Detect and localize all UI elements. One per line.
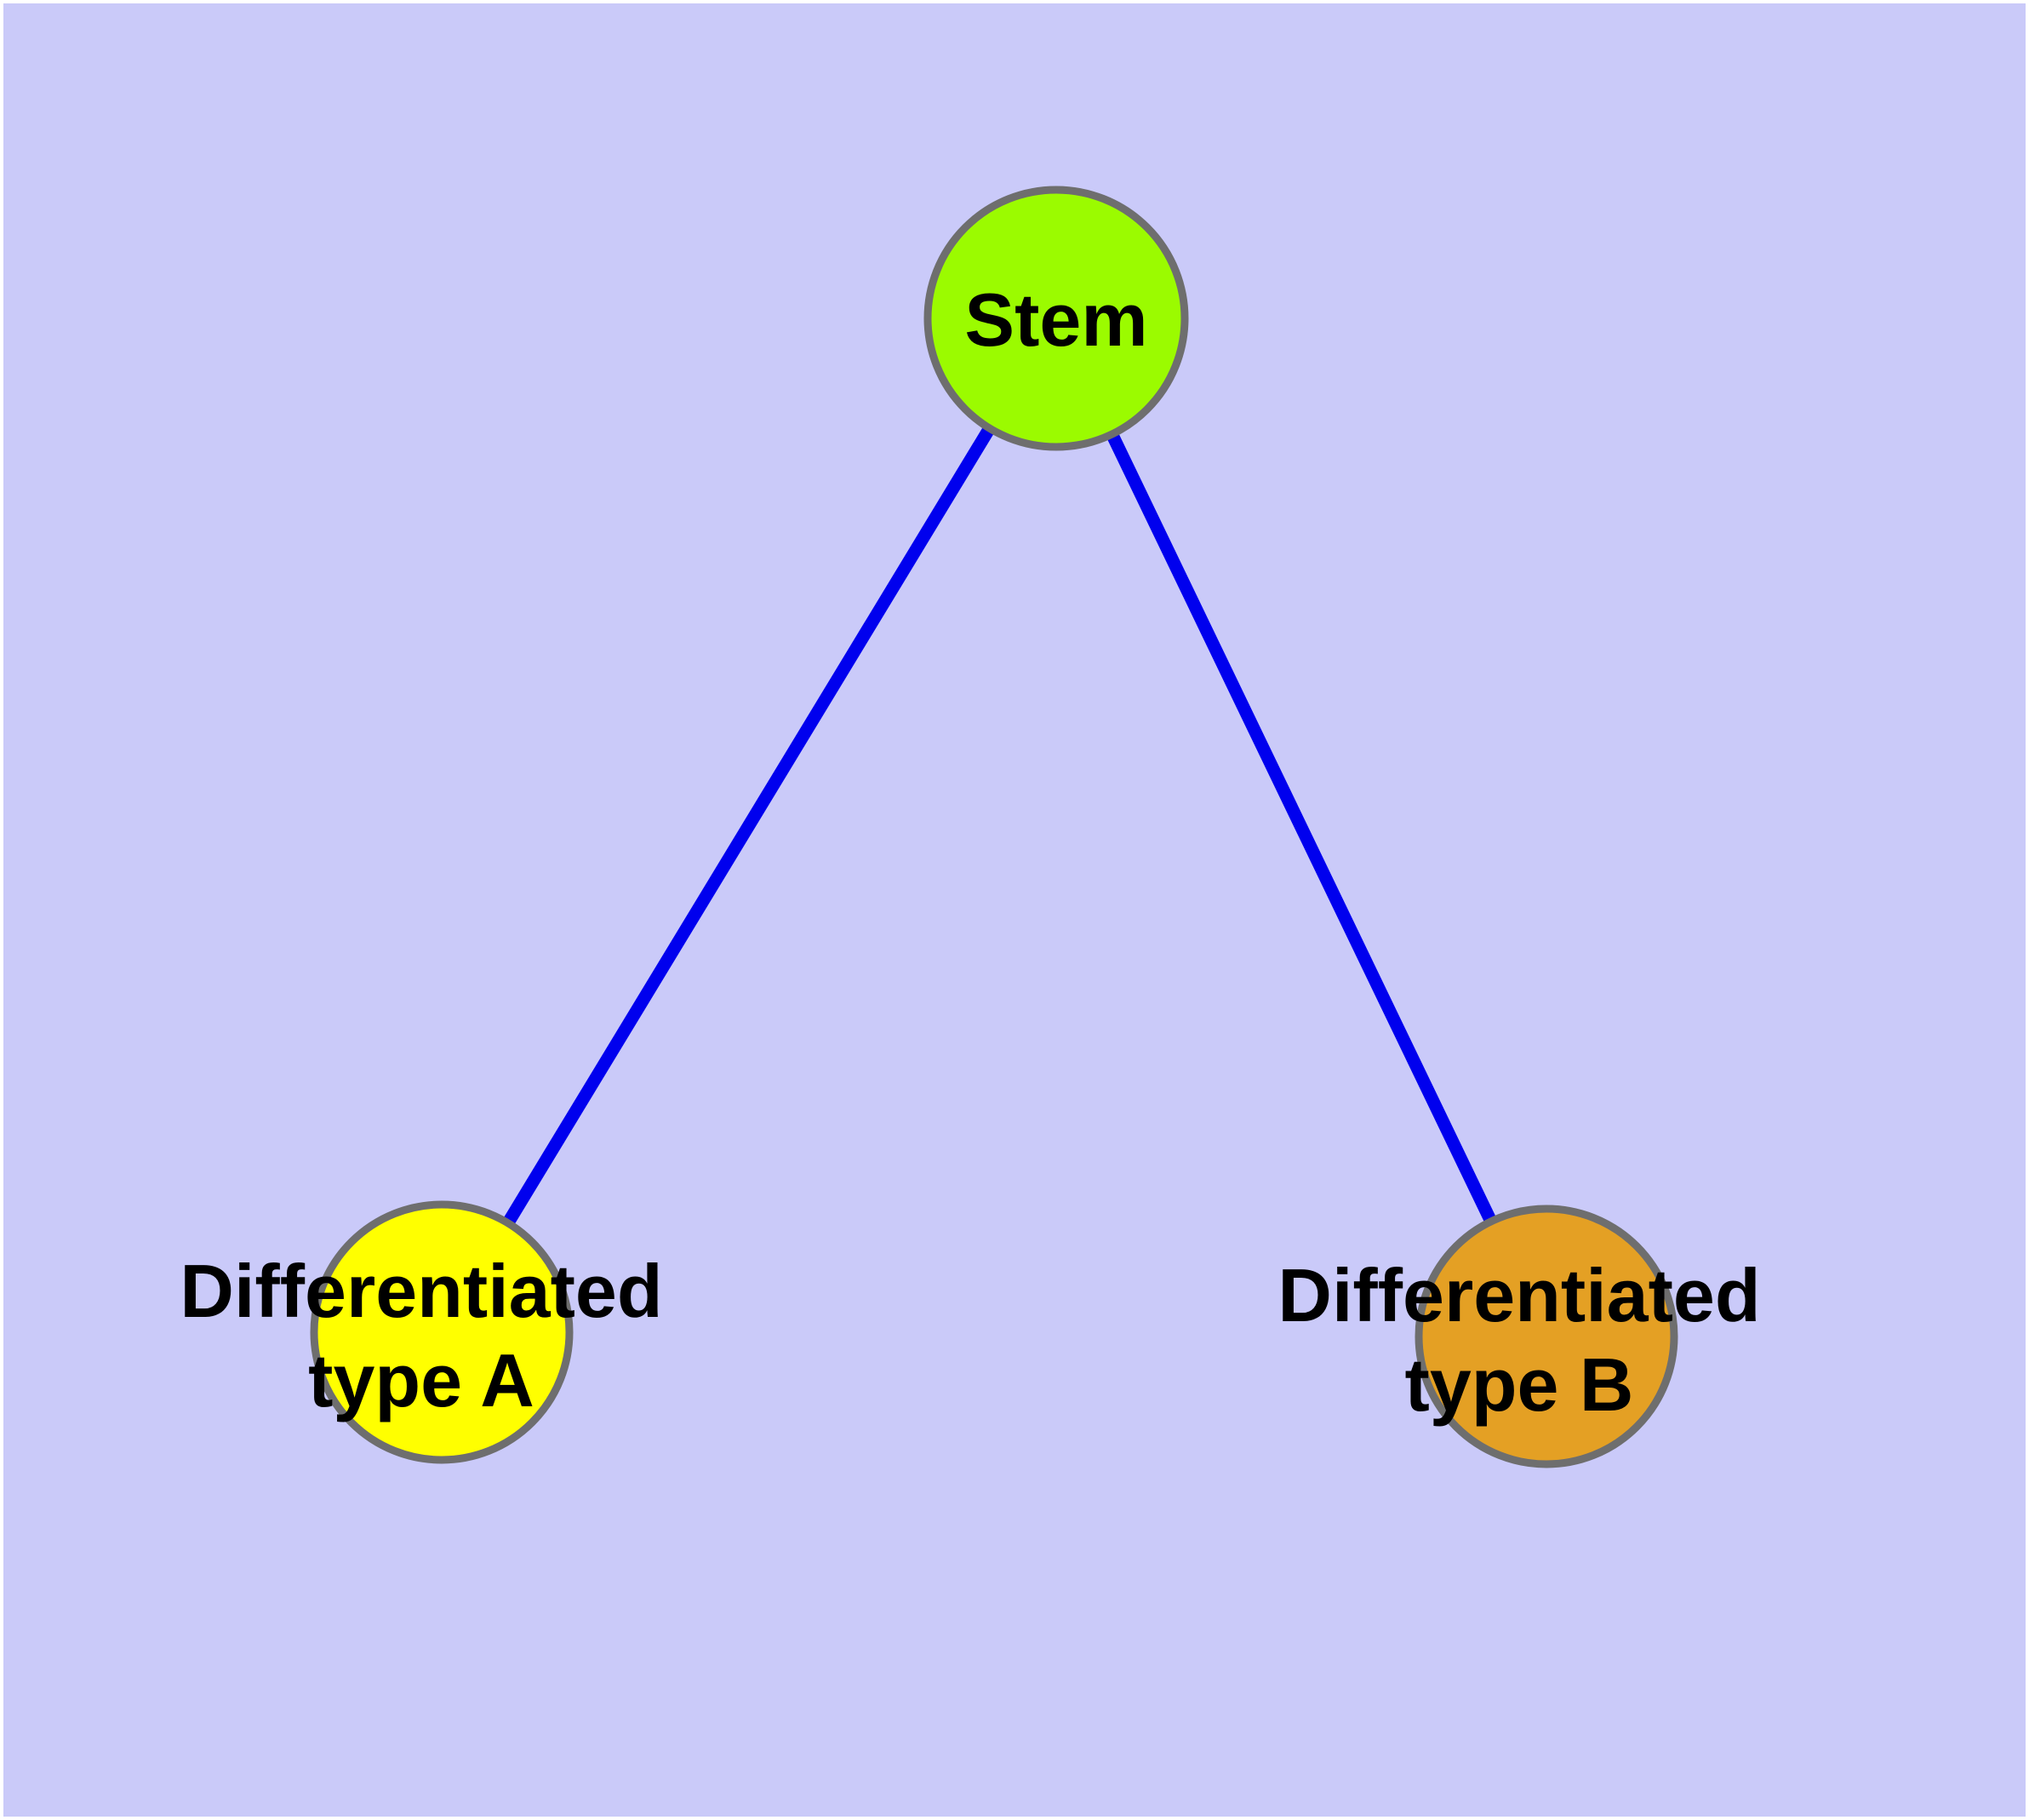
node-differentiated-type-b-circle <box>1415 1205 1678 1468</box>
node-stem-circle <box>923 186 1189 451</box>
node-label-type-a-line2: type A <box>308 1338 534 1422</box>
node-label-type-b-line2: type B <box>1405 1342 1634 1427</box>
edge-stem-to-type-a <box>436 315 1062 1336</box>
edge-stem-to-type-b <box>1050 315 1552 1340</box>
node-label-stem: Stem <box>964 278 1147 362</box>
node-differentiated-type-a-circle <box>310 1200 574 1464</box>
node-label-type-a-line1: Differentiated <box>180 1249 662 1333</box>
node-label-type-b-line1: Differentiated <box>1277 1253 1760 1337</box>
